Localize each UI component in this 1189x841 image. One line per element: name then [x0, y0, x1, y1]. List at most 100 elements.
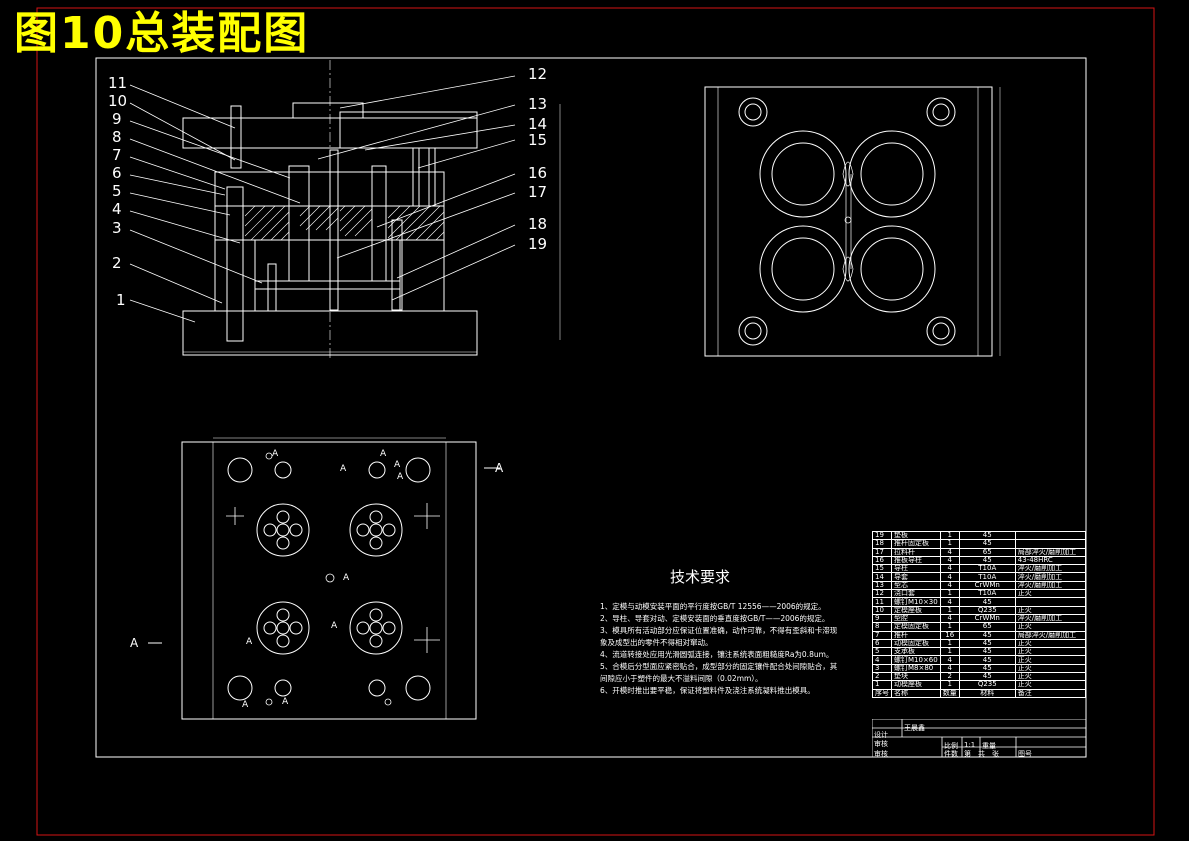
bom-cell: 淬火/磨削加工 [1014, 580, 1087, 591]
bom-cell: 4 [939, 555, 960, 566]
bom-cell: 45 [958, 630, 1016, 640]
bom-cell: Q235 [958, 680, 1016, 690]
bom-cell: 45 [958, 638, 1016, 649]
bom-cell: 1 [939, 530, 960, 541]
title-block-sheet-no: 图号 [1018, 750, 1032, 758]
tech-requirement-item: 6、开模时推出要平稳，保证将塑料件及浇注系统凝料推出模具。 [600, 686, 815, 695]
bom-cell: T10A [958, 589, 1016, 599]
section-mark-small: A [331, 621, 338, 631]
leader-label-11: 11 [108, 74, 128, 92]
bom-cell: 局部淬火/磨削加工 [1014, 630, 1087, 640]
bom-cell: 45 [958, 655, 1016, 665]
bom-cell: 2 [939, 672, 960, 682]
bom-cell: 数量 [939, 688, 960, 698]
bom-cell: 淬火/磨削加工 [1014, 564, 1087, 574]
bom-cell: 淬火/磨削加工 [1014, 613, 1087, 624]
bom-cell: 4 [939, 613, 960, 624]
ejector-clusters [256, 503, 403, 655]
bom-cell: 正火 [1014, 663, 1087, 674]
title-block-design-label: 设计 [874, 731, 888, 739]
bom-cell [1014, 530, 1087, 541]
bom-cell: CrWMn [958, 580, 1016, 591]
bom-cell: 备注 [1014, 688, 1087, 698]
bom-cell: 45 [958, 647, 1016, 657]
section-mark-small: A [394, 460, 401, 470]
bom-cell: 正火 [1014, 622, 1087, 632]
leader-label-15: 15 [528, 131, 548, 149]
bom-cell: 序号 [872, 688, 892, 698]
bom-cell [1014, 597, 1087, 607]
drawing-title: 图10总装配图 [14, 8, 310, 59]
leader-label-8: 8 [112, 128, 122, 146]
bom-cell: 1 [939, 680, 960, 690]
bom-cell: 5 [872, 647, 892, 657]
bom-cell: 16 [939, 630, 960, 640]
moving-half-plan-view [148, 437, 500, 720]
bom-cell: 11 [872, 597, 892, 607]
title-block-check-label: 审核 [874, 740, 888, 748]
bom-cell: 15 [872, 564, 892, 574]
bom-cell: 6 [872, 638, 892, 649]
bom-cell: 8 [872, 622, 892, 632]
tech-requirement-item: 2、导柱、导套对动、定模安装面的垂直度按GB/T——2006的规定。 [600, 614, 830, 623]
bom-cell: 正火 [1014, 638, 1087, 649]
leader-label-6: 6 [112, 164, 122, 182]
bom-cell: 4 [939, 655, 960, 665]
bom-cell: 动模座板 [891, 680, 941, 690]
bom-cell: 正火 [1014, 605, 1087, 615]
bom-cell: 65 [958, 547, 1016, 557]
bom-cell: T10A [958, 564, 1016, 574]
bom-cell: 45 [958, 672, 1016, 682]
title-block-sheet-label: 第 [964, 750, 971, 758]
guide-holes [227, 457, 431, 701]
section-mark-left: A [130, 636, 139, 650]
leader-label-17: 17 [528, 183, 548, 201]
bom-cell: 名称 [891, 688, 941, 698]
bom-cell: 43-48HRC [1014, 555, 1087, 566]
bom-cell: 16 [872, 555, 892, 566]
bom-cell: 45 [958, 597, 1016, 607]
bom-cell: 正火 [1014, 680, 1087, 690]
bom-cell: 拉料杆 [891, 547, 941, 557]
leader-label-18: 18 [528, 215, 548, 233]
title-block-lines [872, 719, 1086, 758]
crosshairs [226, 452, 440, 706]
leader-label-2: 2 [112, 254, 122, 272]
leader-label-12: 12 [528, 65, 548, 83]
section-mark-small: A [282, 697, 289, 707]
bom-cell: 正火 [1014, 672, 1087, 682]
bom-cell: 型腔 [891, 613, 941, 624]
leader-label-4: 4 [112, 200, 122, 218]
bom-cell: 垫块 [891, 672, 941, 682]
bom-cell: 导套 [891, 572, 941, 582]
bom-cell: 导柱 [891, 564, 941, 574]
leader-label-16: 16 [528, 164, 548, 182]
bom-cell: 推板导柱 [891, 555, 941, 566]
bom-cell: Q235 [958, 605, 1016, 615]
bom-cell: 4 [939, 547, 960, 557]
bom-cell: 螺钉M8×80 [891, 663, 941, 674]
cavity-plan-view [704, 86, 1001, 357]
bom-cell: 定模固定板 [891, 622, 941, 632]
bom-cell: 14 [872, 572, 892, 582]
bom-cell: 9 [872, 613, 892, 624]
bom-cell: 1 [939, 647, 960, 657]
assembly-section-view [129, 60, 561, 360]
bom-cell: 4 [939, 572, 960, 582]
leader-label-3: 3 [112, 219, 122, 237]
tech-requirements-title: 技术要求 [669, 568, 730, 586]
tech-requirement-item: 5、合模后分型面应紧密贴合，成型部分的固定镶件配合处间隙贴合，其间隙应小于塑件的… [600, 662, 838, 683]
bom-cell: 正火 [1014, 589, 1087, 599]
leader-label-9: 9 [112, 110, 122, 128]
